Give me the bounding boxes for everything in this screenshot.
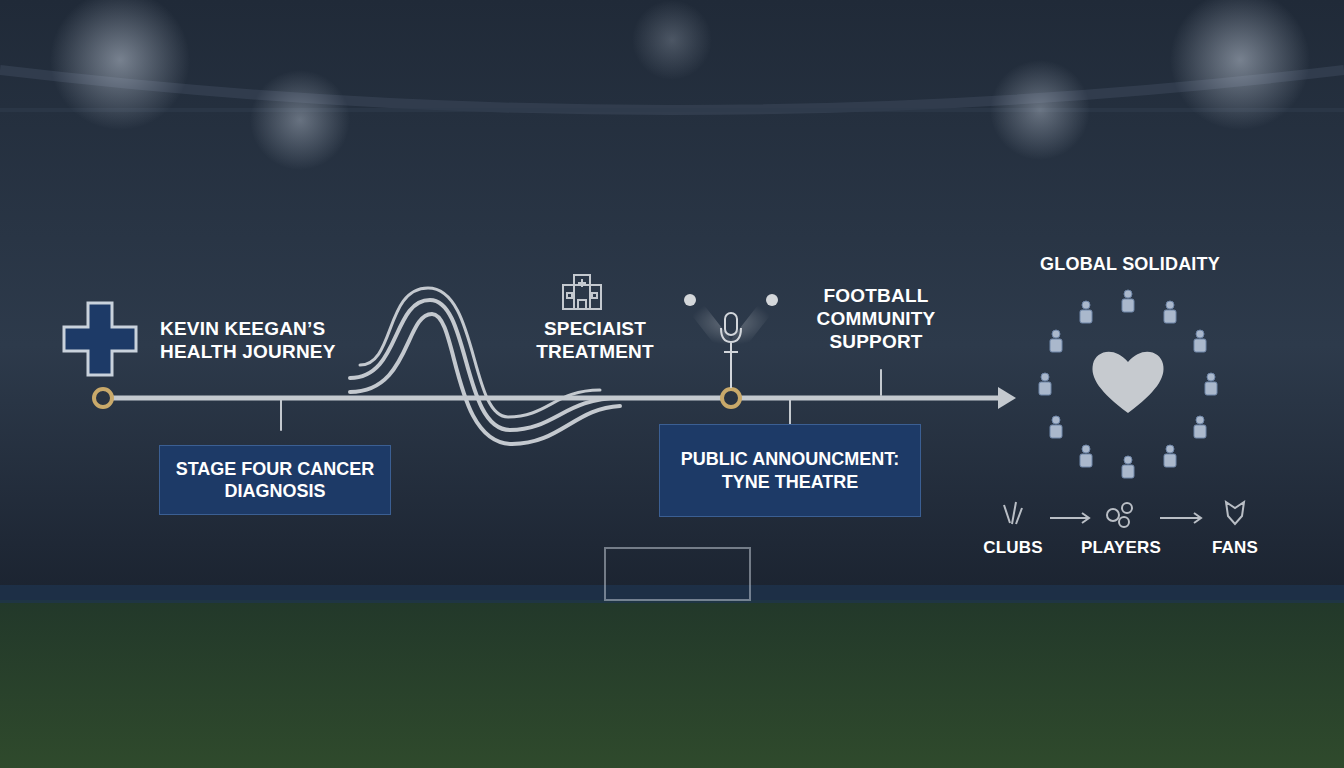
flow-icons (1004, 502, 1244, 527)
timeline-dot (94, 389, 112, 407)
hospital-icon (563, 275, 601, 309)
timeline-label: GLOBAL SOLIDAITY (1040, 254, 1220, 276)
timeline-label: KEVIN KEEGAN’S HEALTH JOURNEY (160, 318, 365, 364)
stage-box: PUBLIC ANNOUNCMENT: TYNE THEATRE (659, 424, 921, 517)
box-text: STAGE FOUR CANCER DIAGNOSIS (172, 458, 378, 503)
timeline-label: CLUBS (983, 538, 1043, 558)
timeline-dot (722, 389, 740, 407)
arrowhead (998, 387, 1016, 409)
stage-box: STAGE FOUR CANCER DIAGNOSIS (159, 445, 391, 515)
medical-cross (64, 303, 136, 375)
box-text: PUBLIC ANNOUNCMENT: TYNE THEATRE (672, 448, 908, 493)
microphone-icon (684, 294, 778, 388)
timeline-label: FOOTBALL COMMUNITY SUPPORT (796, 285, 956, 353)
timeline-label: SPECIAIST TREATMENT (530, 318, 660, 364)
timeline-label: PLAYERS (1081, 538, 1161, 558)
solidarity-ring (1039, 290, 1217, 478)
timeline-label: FANS (1212, 538, 1258, 558)
